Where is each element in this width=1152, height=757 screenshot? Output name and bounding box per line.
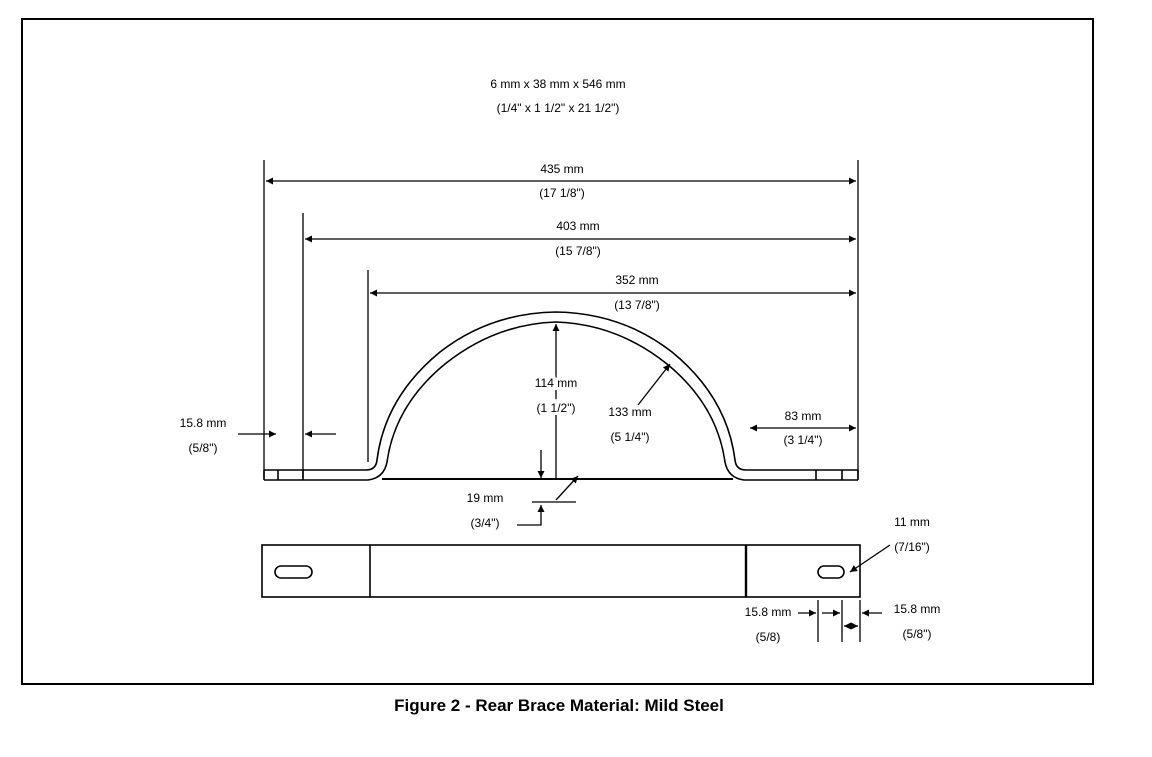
brace-side-profile	[263, 311, 859, 481]
dim-arrow-thickness-bottom	[517, 505, 545, 526]
figure-caption: Figure 2 - Rear Brace Material: Mild Ste…	[394, 696, 724, 715]
arch-radius-metric: 133 mm	[608, 405, 651, 419]
slot-right	[817, 565, 845, 579]
material-size-imperial: (1/4" x 1 1/2" x 21 1/2")	[497, 101, 620, 115]
extension-lines	[263, 160, 859, 478]
bend-length-imperial: (13 7/8")	[614, 298, 660, 312]
figure-frame	[21, 18, 1094, 685]
overall-length-imperial: (17 1/8")	[539, 186, 585, 200]
dim-line-arch-radius	[637, 363, 671, 406]
end-offset-left-metric: 15.8 mm	[180, 416, 227, 430]
slot-offset-extension-lines	[817, 600, 861, 642]
end-offset-left-imperial: (5/8")	[189, 441, 218, 455]
flange-right-imperial: (3 1/4")	[784, 433, 823, 447]
mid-length-metric: 403 mm	[556, 219, 599, 233]
arch-radius-imperial: (5 1/4")	[611, 430, 650, 444]
dim-leader-thickness	[555, 475, 579, 501]
overall-length-metric: 435 mm	[540, 162, 583, 176]
bend-length-metric: 352 mm	[615, 273, 658, 287]
arch-height-imperial: (1 1/2")	[537, 401, 576, 415]
slot-offset-a-imperial: (5/8)	[756, 630, 781, 644]
slot-offset-b-imperial: (5/8")	[903, 627, 932, 641]
thickness-imperial: (3/4")	[471, 516, 500, 530]
arch-height-metric: 114 mm	[535, 376, 577, 390]
mid-length-imperial: (15 7/8")	[555, 244, 601, 258]
slot-offset-b-metric: 15.8 mm	[894, 602, 941, 616]
dim-leader-slot-width	[849, 544, 891, 573]
slot-width-imperial: (7/16")	[894, 540, 930, 554]
flat-bar-top-view	[261, 544, 861, 598]
slot-width-metric: 11 mm	[894, 515, 930, 529]
flange-right-metric: 83 mm	[785, 409, 822, 423]
slot-offset-a-metric: 15.8 mm	[745, 605, 792, 619]
slot-left	[274, 565, 313, 579]
material-size-metric: 6 mm x 38 mm x 546 mm	[490, 77, 625, 91]
thickness-metric: 19 mm	[467, 491, 504, 505]
